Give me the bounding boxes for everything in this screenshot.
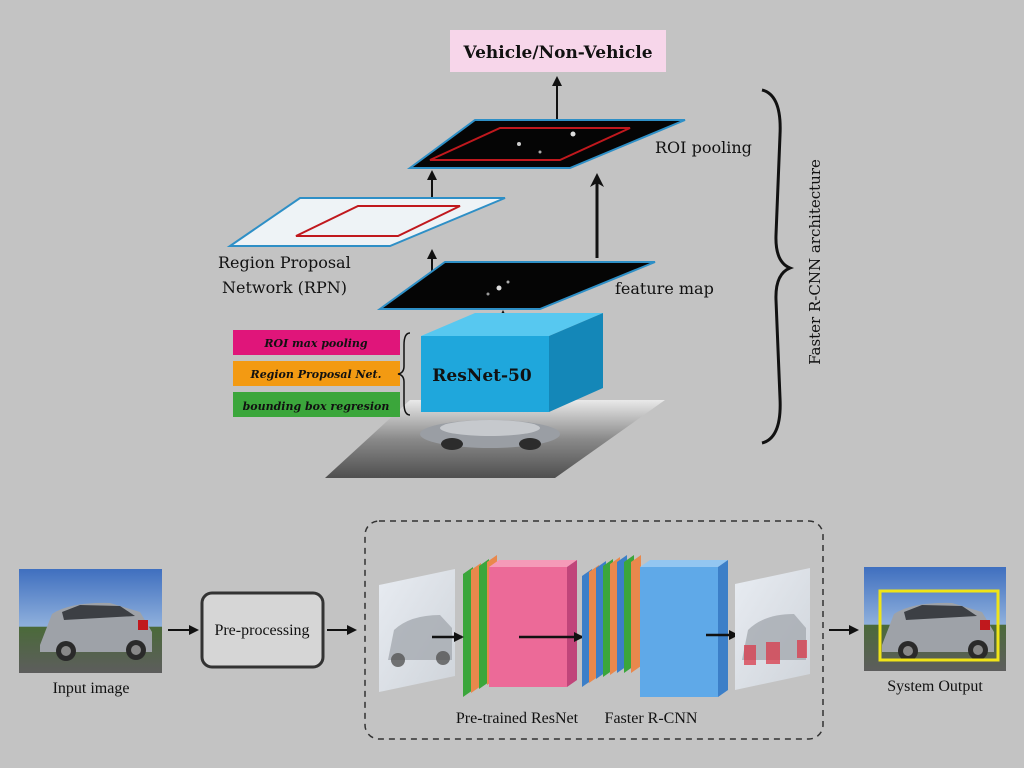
resnet-layer-stack — [463, 555, 577, 697]
output-class-box: Vehicle/Non-Vehicle — [450, 30, 666, 72]
rpn-plane — [226, 197, 506, 247]
component-box-bounding-box-regresion: bounding box regresion — [233, 392, 400, 417]
component-box-roi-max-pooling: ROI max pooling — [233, 330, 400, 355]
roi-rect — [429, 127, 631, 161]
roi-pooling-label: ROI pooling — [655, 138, 752, 157]
architecture-label: Faster R-CNN architecture — [806, 159, 824, 365]
feature-map-plane — [376, 261, 656, 310]
roi-pooling-plane — [406, 119, 686, 169]
resnet50-cube — [421, 313, 603, 412]
small-brace — [397, 332, 411, 416]
architecture-brace — [761, 88, 795, 445]
frcnn-layer-stack — [582, 555, 728, 697]
output-class-label: Vehicle/Non-Vehicle — [462, 43, 652, 63]
component-box-region-proposal-net: Region Proposal Net. — [233, 361, 400, 386]
system-output-image — [864, 567, 1006, 671]
rpn-label-line1: Region Proposal — [218, 253, 351, 272]
component-label-region-proposal-net: Region Proposal Net. — [250, 368, 382, 381]
component-label-roi-max-pooling: ROI max pooling — [263, 337, 368, 350]
rpn-rect — [295, 205, 461, 237]
detection-box — [878, 589, 1000, 662]
input-car-plane — [325, 400, 665, 478]
preprocessed-image — [379, 569, 455, 692]
resnet-stack-label: Pre-trained ResNet — [456, 710, 579, 727]
input-image-label: Input image — [53, 680, 130, 697]
input-image — [19, 569, 162, 673]
feature-map-label: feature map — [615, 279, 714, 298]
system-output-label: System Output — [887, 678, 983, 695]
frcnn-stack-label: Faster R-CNN — [605, 710, 698, 727]
component-label-bounding-box-regresion: bounding box regresion — [243, 400, 390, 413]
rpn-label-line2: Network (RPN) — [222, 278, 347, 297]
model-container — [364, 520, 824, 740]
preprocessing-box: Pre-processing — [200, 591, 325, 669]
resnet50-label: ResNet-50 — [432, 366, 532, 386]
preprocessing-label: Pre-processing — [214, 622, 309, 639]
detection-image — [735, 568, 810, 690]
